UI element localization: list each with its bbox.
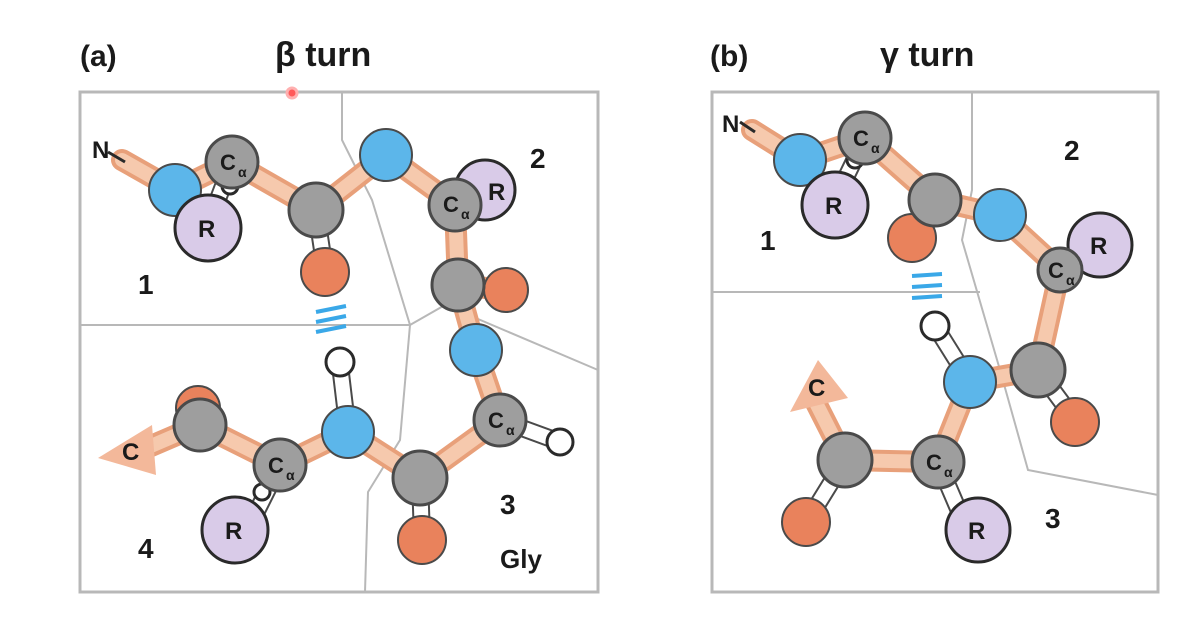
hydrogen-atom: [545, 427, 575, 457]
nitrogen-atom: [359, 128, 413, 182]
panel-a-divider: [80, 303, 599, 371]
alpha-carbon-label: C: [443, 192, 459, 217]
alpha-carbon-label: C: [488, 408, 504, 433]
r-group-atom: [800, 170, 870, 240]
oxygen-atom: [781, 497, 831, 547]
r-group-label: R: [225, 518, 242, 545]
r-group-atom: [173, 193, 243, 263]
alpha-carbon-label: C: [926, 450, 942, 475]
panel-a: (a) β turn C: [78, 36, 600, 594]
oxygen-atom: [1050, 397, 1100, 447]
nitrogen-atom: [449, 323, 503, 377]
residue-number-2: 2: [1064, 135, 1080, 166]
panel-a-frame: [78, 90, 600, 594]
residue-number-3: 3: [500, 489, 516, 520]
panel-a-divider: [341, 92, 412, 593]
panel-a-n-terminus-label: N: [92, 137, 109, 164]
alpha-carbon-label: C: [853, 126, 869, 151]
alpha-carbon-atom: [472, 392, 528, 448]
alpha-carbon-sub: α: [944, 464, 953, 480]
nitrogen-atom: [321, 405, 375, 459]
panel-a-c-terminus-arrow: [98, 425, 156, 475]
carbonyl-carbon-atom: [1009, 341, 1067, 399]
residue-number-1: 1: [760, 225, 776, 256]
r-group-label: R: [198, 216, 215, 243]
alpha-carbon-sub: α: [461, 206, 470, 222]
r-group-atom: [944, 496, 1012, 564]
residue-number-1: 1: [138, 269, 154, 300]
gly-label: Gly: [500, 544, 542, 574]
r-group-label: R: [968, 518, 985, 545]
alpha-carbon-sub: α: [871, 140, 880, 156]
panel-b-c-terminus-label: C: [808, 375, 825, 402]
carbonyl-carbon-atom: [816, 431, 874, 489]
panel-b-title: γ turn: [880, 36, 974, 74]
carbonyl-carbon-atom: [172, 397, 228, 453]
panel-b-c-terminus-arrow: [790, 360, 848, 412]
alpha-carbon-sub: α: [238, 164, 247, 180]
panel-a-hydrogen-bond: [315, 304, 347, 334]
carbonyl-carbon-atom: [391, 449, 449, 507]
hydrogen-atom: [919, 310, 951, 342]
alpha-carbon-atom: [837, 110, 893, 166]
panel-b: (b) γ turn C N R C: [710, 36, 1160, 594]
nitrogen-atom: [973, 188, 1027, 242]
hydrogen-atom: [324, 346, 356, 378]
panel-a-c-terminus-label: C: [122, 439, 139, 466]
panel-b-hydrogen-bond: [911, 272, 943, 300]
alpha-carbon-sub: α: [506, 422, 515, 438]
carbonyl-carbon-atom: [287, 181, 345, 239]
nitrogen-atom: [773, 133, 827, 187]
alpha-carbon-atom: [427, 177, 483, 233]
panel-b-tag: (b): [710, 40, 748, 73]
nitrogen-atom: [943, 355, 997, 409]
alpha-carbon-label: C: [268, 453, 284, 478]
alpha-carbon-atom: [204, 134, 260, 190]
r-group-atom: [200, 495, 270, 565]
oxygen-atom: [397, 515, 447, 565]
r-group-label: R: [488, 179, 505, 206]
oxygen-atom: [483, 267, 529, 313]
panel-b-divider: [960, 92, 1159, 496]
alpha-carbon-atom: [252, 437, 308, 493]
cursor-dot-icon: [285, 86, 299, 100]
alpha-carbon-sub: α: [286, 467, 295, 483]
r-group-atom: [1066, 211, 1134, 279]
r-group-label: R: [1090, 233, 1107, 260]
alpha-carbon-atom: [910, 434, 966, 490]
alpha-carbon-label: C: [1048, 258, 1064, 283]
residue-number-2: 2: [530, 143, 546, 174]
residue-number-3: 3: [1045, 503, 1061, 534]
panel-b-n-terminus-label: N: [722, 111, 739, 138]
residue-number-4: 4: [138, 533, 154, 564]
carbonyl-carbon-atom: [907, 172, 963, 228]
panel-b-frame: [710, 90, 1160, 594]
panel-a-title: β turn: [275, 36, 371, 74]
alpha-carbon-atom: [1036, 246, 1084, 294]
carbonyl-carbon-atom: [430, 257, 486, 313]
panel-a-tag: (a): [80, 40, 117, 73]
oxygen-atom: [300, 247, 350, 297]
alpha-carbon-sub: α: [1066, 272, 1075, 288]
alpha-carbon-label: C: [220, 150, 236, 175]
r-group-label: R: [825, 193, 842, 220]
